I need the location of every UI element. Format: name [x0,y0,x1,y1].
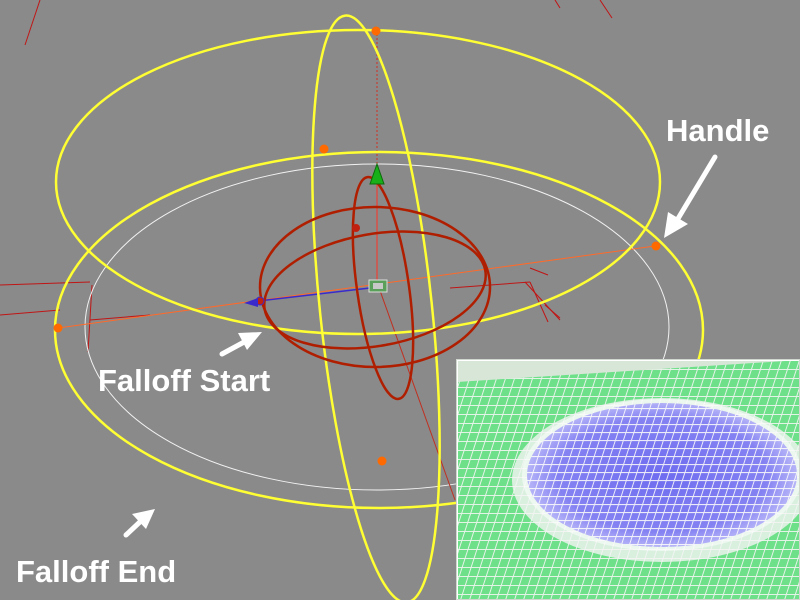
handle-point-left[interactable] [53,323,63,333]
render-preview-inset [456,359,800,600]
handle-arrow-icon [664,154,718,238]
z-axis-arrow-icon[interactable] [244,298,258,307]
y-axis-cone-arrow-icon[interactable] [369,162,385,185]
falloff-start-tilted-ring[interactable] [255,215,495,364]
handle-points[interactable] [53,26,661,466]
object-pivot-icon[interactable] [368,279,388,293]
falloff-end-label: Falloff End [16,554,177,589]
preview-effect-fade [522,399,799,551]
falloff-start-handle-point-top[interactable] [352,224,360,232]
render-preview-image [457,360,799,599]
z-axis-blue-line [249,287,371,303]
falloff-end-vertical-ring[interactable] [289,10,462,600]
falloff-end-outer-ring[interactable] [54,28,662,336]
falloff-start-arrow-icon [219,332,262,357]
falloff-start-label: Falloff Start [98,363,271,398]
falloff-start-gizmo[interactable] [255,173,495,402]
handle-point-back[interactable] [319,144,329,154]
falloff-start-vertical-ring[interactable] [342,173,425,402]
handle-point-top[interactable] [371,26,381,36]
handle-point-right[interactable] [651,241,661,251]
handle-point-front[interactable] [377,456,387,466]
falloff-end-arrow-icon [123,509,155,538]
handle-label: Handle [666,113,770,148]
scene-reference-lines [0,0,613,353]
z-axis-line [377,284,456,501]
